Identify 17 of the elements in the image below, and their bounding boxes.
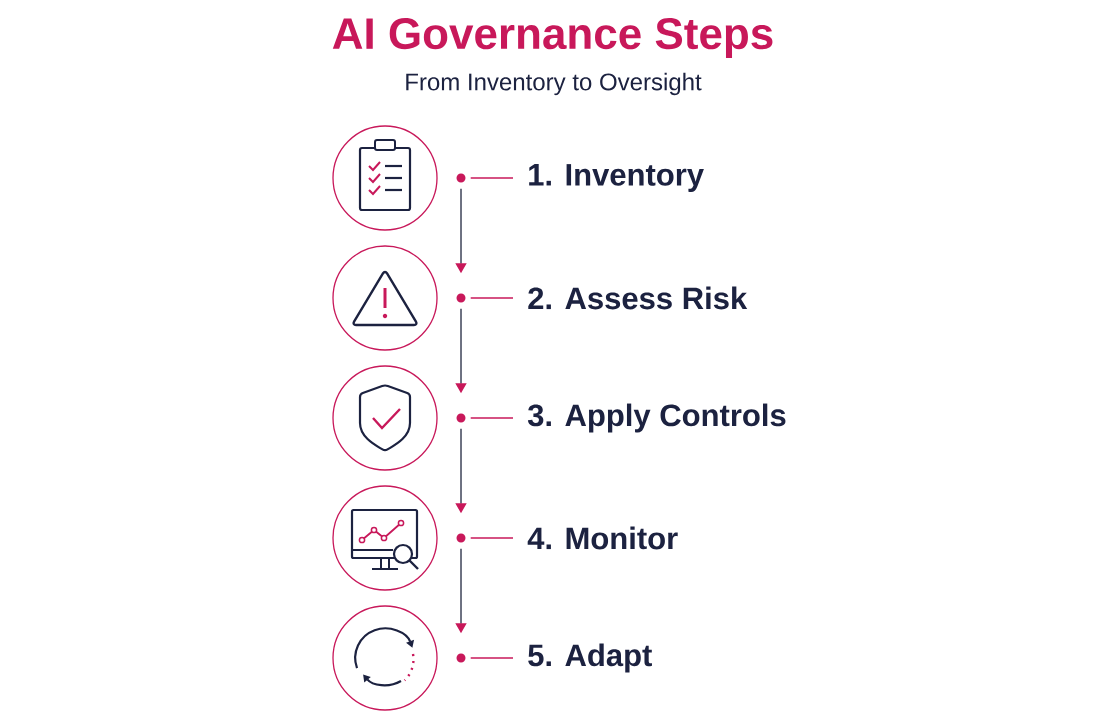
connector-line	[470, 297, 514, 299]
subtitle: From Inventory to Oversight	[406, 72, 702, 96]
icon-circle	[332, 245, 438, 351]
icon-circle	[332, 605, 438, 711]
step-label: 1. Inventory	[529, 164, 704, 192]
icon-circle	[332, 485, 438, 591]
icon-circle	[332, 125, 438, 231]
title: AI Governance Steps	[332, 18, 773, 58]
connector-line	[470, 657, 514, 659]
step-label: 5. Adapt	[528, 643, 652, 673]
icon-circle	[332, 365, 438, 471]
step-label: 4. Monitor	[527, 526, 678, 550]
step-label: 3. Apply Controls	[527, 403, 786, 433]
connector-line	[470, 177, 514, 179]
connector-line	[470, 417, 514, 419]
connector-line	[470, 537, 514, 539]
step-label: 2. Assess Risk	[528, 286, 748, 310]
